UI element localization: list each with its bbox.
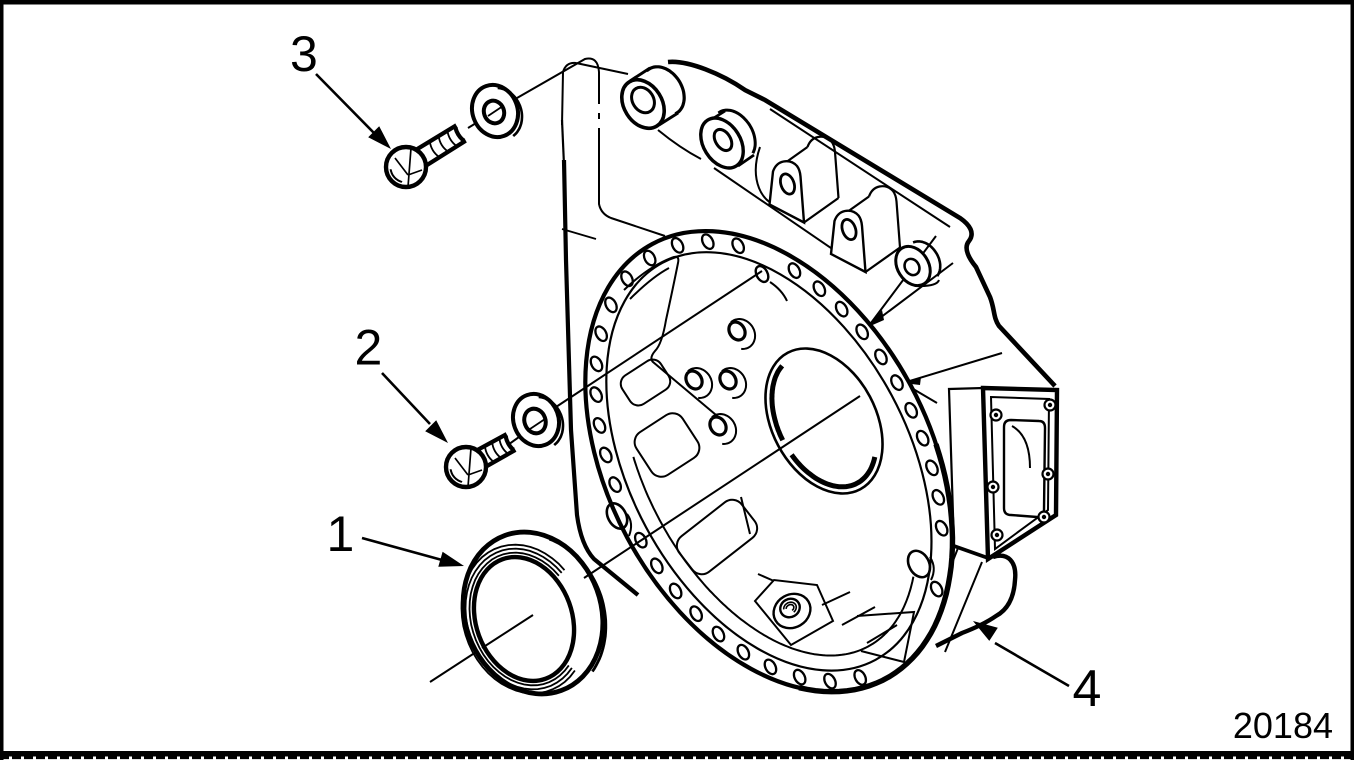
svg-text:2: 2: [355, 320, 383, 376]
svg-text:1: 1: [327, 506, 355, 562]
svg-text:20184: 20184: [1233, 705, 1333, 746]
svg-text:4: 4: [1073, 660, 1102, 718]
svg-text:3: 3: [290, 26, 318, 82]
